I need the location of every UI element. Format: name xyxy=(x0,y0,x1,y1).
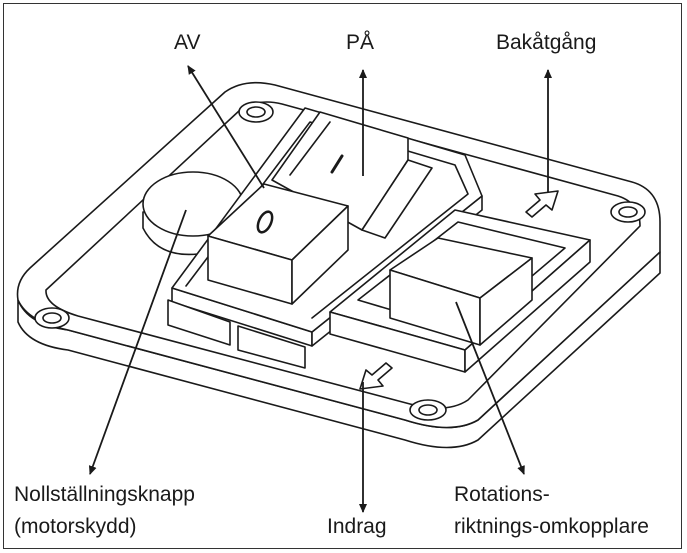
rotation-selector-key xyxy=(389,237,533,346)
leader-rotation xyxy=(455,301,525,475)
mounting-hole-left xyxy=(34,307,70,329)
housing-tab-middle xyxy=(237,325,306,369)
label-reverse: Bakåtgång xyxy=(496,31,597,54)
on-symbol-glyph xyxy=(330,154,344,174)
mounting-hole-bottom xyxy=(409,399,447,421)
leader-off xyxy=(187,65,265,189)
label-reset-line2: (motorskydd) xyxy=(14,515,137,538)
retract-direction-arrow xyxy=(359,362,393,390)
leader-reset xyxy=(88,209,187,475)
label-reset-line1: Nollställningsknapp xyxy=(14,483,195,506)
off-symbol-glyph xyxy=(256,210,274,234)
label-on: PÅ xyxy=(346,31,375,54)
mounting-hole-right xyxy=(610,201,646,223)
housing-tab-left xyxy=(167,299,231,346)
label-retract: Indrag xyxy=(327,515,387,538)
label-rotation-line2: riktnings-omkopplare xyxy=(454,515,649,538)
label-rotation-line1: Rotations- xyxy=(454,483,550,506)
rocker-off-key xyxy=(207,183,349,305)
label-off: AV xyxy=(174,31,201,54)
mounting-hole-top-left xyxy=(238,101,274,123)
reverse-direction-arrow xyxy=(525,190,559,218)
